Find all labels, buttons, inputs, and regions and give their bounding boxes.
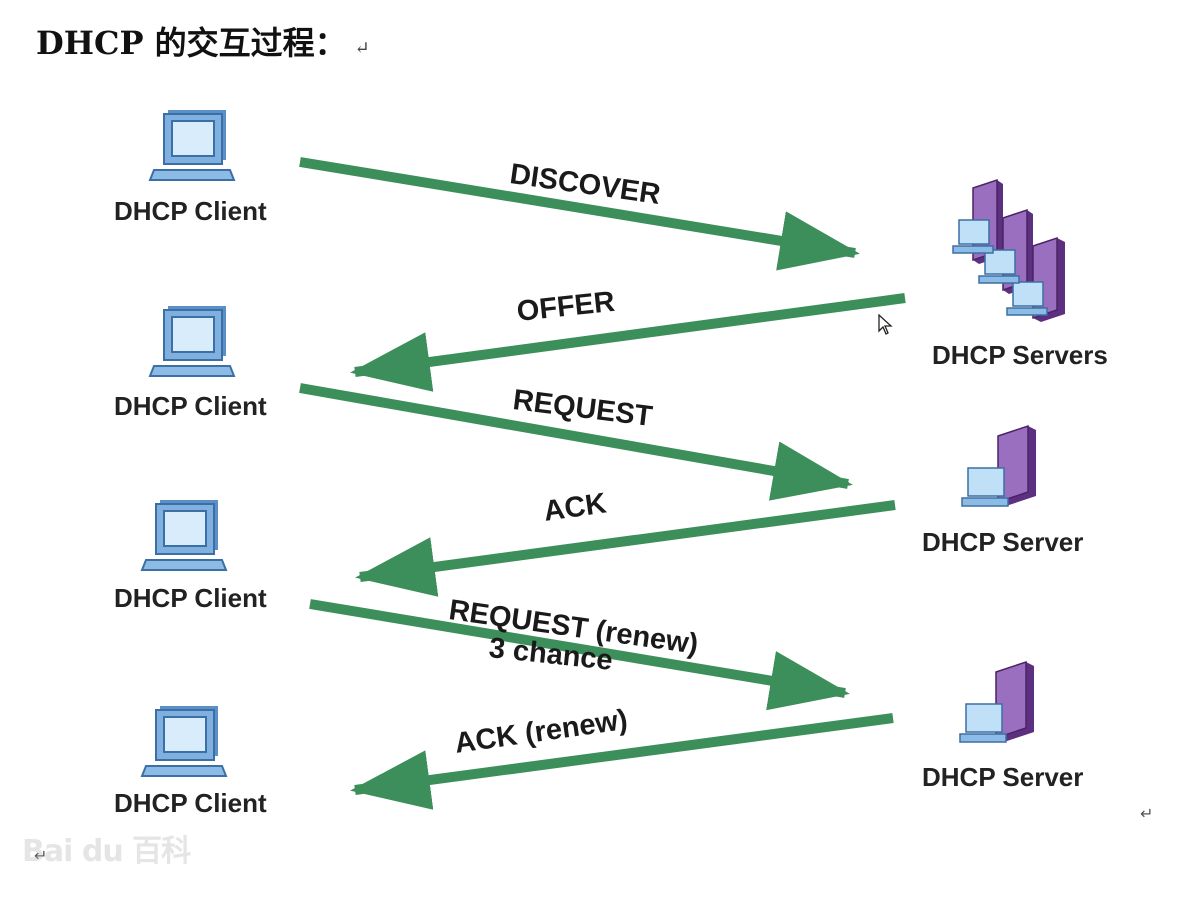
- diagram-title: DHCP 的交互过程： ↵: [36, 18, 370, 64]
- arrow-ack-renew: [350, 713, 894, 810]
- title-return-mark: ↵: [354, 38, 370, 59]
- computer-icon: [148, 306, 236, 377]
- server-icon: [959, 660, 1034, 743]
- computer-icon: [140, 706, 228, 777]
- title-text: DHCP 的交互过程：: [36, 24, 347, 62]
- server-label: DHCP Server: [922, 762, 1084, 792]
- client-label: DHCP Client: [114, 391, 267, 421]
- return-mark: ↵: [1140, 806, 1154, 823]
- client-label: DHCP Client: [114, 196, 267, 226]
- computer-icon: [140, 500, 228, 571]
- arrow-offer: [350, 293, 906, 392]
- watermark: Bai du 百科: [22, 834, 191, 869]
- computer-icon: [148, 110, 236, 181]
- arrow-ack: [355, 500, 896, 597]
- arrow-request: [299, 383, 853, 501]
- arrow-discover: [299, 157, 860, 271]
- server-icon: [961, 424, 1036, 507]
- return-mark: ↵: [34, 848, 48, 865]
- servers-label: DHCP Servers: [932, 340, 1108, 370]
- client-label: DHCP Client: [114, 788, 267, 818]
- server-label: DHCP Server: [922, 527, 1084, 557]
- arrow-request-renew: [309, 599, 850, 711]
- mouse-cursor-icon: [878, 314, 893, 335]
- server-cluster-icon: [952, 178, 1065, 322]
- client-label: DHCP Client: [114, 583, 267, 613]
